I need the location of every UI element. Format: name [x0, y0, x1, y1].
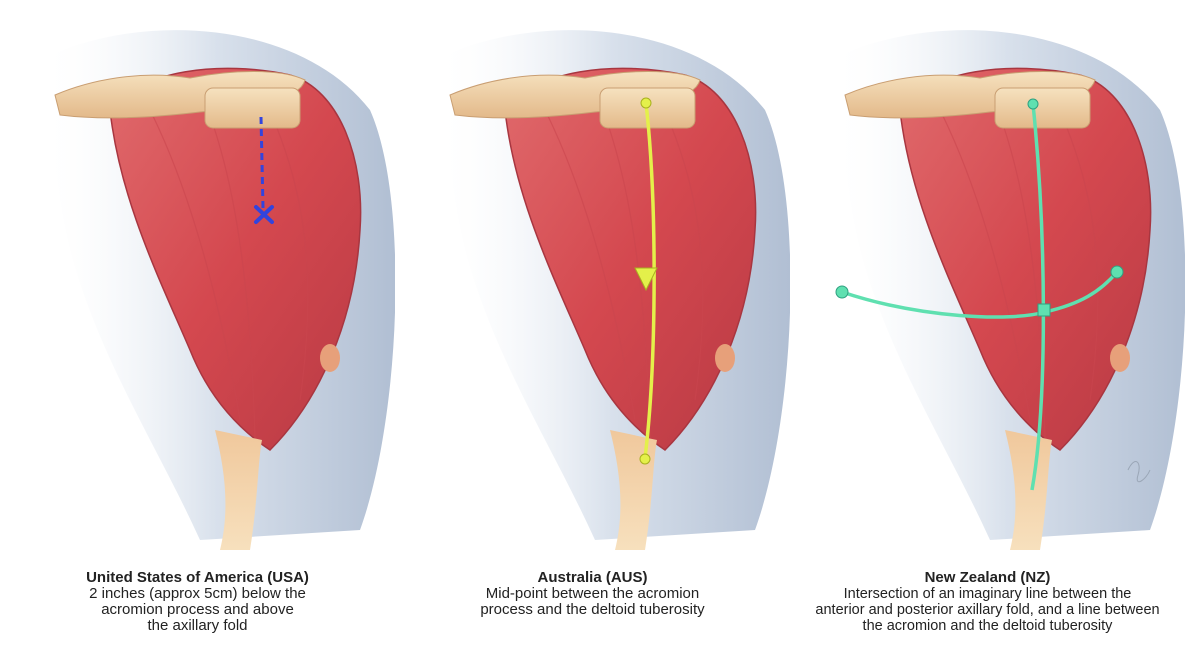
caption-line: anterior and posterior axillary fold, an… [790, 602, 1185, 618]
panel-usa: United States of America (USA) 2 inches … [0, 0, 395, 646]
anterior-fold-marker [836, 286, 848, 298]
caption-title: United States of America (USA) [0, 570, 395, 586]
caption-line: Intersection of an imaginary line betwee… [790, 586, 1185, 602]
caption-line: process and the deltoid tuberosity [395, 602, 790, 618]
caption-line: acromion process and above [0, 602, 395, 618]
deltoid-illustration-aus [395, 0, 790, 560]
acromion-point-marker [641, 98, 651, 108]
caption-title: Australia (AUS) [395, 570, 790, 586]
panel-aus: Australia (AUS) Mid-point between the ac… [395, 0, 790, 646]
deltoid-illustration-nz [790, 0, 1185, 560]
intersection-marker [1038, 304, 1050, 316]
caption-usa: United States of America (USA) 2 inches … [0, 570, 395, 634]
caption-title: New Zealand (NZ) [790, 570, 1185, 586]
panel-nz: New Zealand (NZ) Intersection of an imag… [790, 0, 1185, 646]
caption-line: the acromion and the deltoid tuberosity [790, 618, 1185, 634]
posterior-fold-marker [1111, 266, 1123, 278]
caption-line: 2 inches (approx 5cm) below the [0, 586, 395, 602]
humeral-head [205, 88, 300, 128]
deltoid-tuberosity-marker [640, 454, 650, 464]
caption-line: Mid-point between the acromion [395, 586, 790, 602]
caption-line: the axillary fold [0, 618, 395, 634]
axillary-fold [320, 344, 340, 372]
acromion-point-marker [1028, 99, 1038, 109]
humeral-head [995, 88, 1090, 128]
caption-aus: Australia (AUS) Mid-point between the ac… [395, 570, 790, 618]
axillary-fold [715, 344, 735, 372]
deltoid-illustration-usa [0, 0, 395, 560]
axillary-fold [1110, 344, 1130, 372]
caption-nz: New Zealand (NZ) Intersection of an imag… [790, 570, 1185, 634]
